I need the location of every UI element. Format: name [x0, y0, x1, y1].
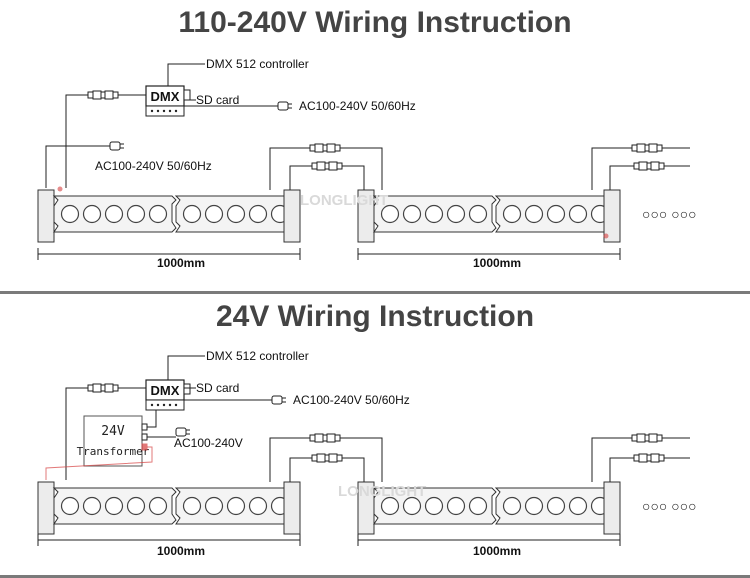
length-right: 1000mm [473, 544, 521, 558]
power-label-left: AC100-240V 50/60Hz [95, 159, 212, 173]
power-label: AC100-240V 50/60Hz [293, 393, 410, 407]
continue-marks: ○○○ ○○○ [642, 498, 697, 514]
sd-card-label: SD card [196, 381, 239, 395]
length-left: 1000mm [157, 544, 205, 558]
controller-text: DMX [151, 89, 180, 104]
dmx-controller: DMX [145, 379, 191, 411]
controller-label: DMX 512 controller [206, 57, 309, 71]
dmx-controller: DMX [145, 85, 191, 117]
section-110-240v: DMX DMX 512 controller SD card AC100-240… [37, 57, 697, 270]
section-separator [0, 291, 750, 294]
controller-text: DMX [151, 383, 180, 398]
transformer-24v: 24V Transformer [77, 415, 150, 467]
transformer-voltage: 24V [101, 424, 125, 439]
section-24v: DMX DMX 512 controller SD card AC100-240… [37, 349, 697, 558]
watermark: LONGLIGHT [300, 192, 388, 209]
title-110-240v: 110-240V Wiring Instruction [178, 6, 572, 39]
title-24v: 24V Wiring Instruction [215, 300, 535, 333]
power-label: AC100-240V 50/60Hz [299, 99, 416, 113]
continue-marks: ○○○ ○○○ [642, 206, 697, 222]
transformer-power: AC100-240V [174, 436, 243, 450]
length-right: 1000mm [473, 256, 521, 270]
watermark: LONGLIGHT [338, 483, 426, 500]
controller-label: DMX 512 controller [206, 349, 309, 363]
sd-card-label: SD card [196, 93, 239, 107]
transformer-label: Transformer [77, 445, 150, 458]
bottom-separator [0, 575, 750, 578]
length-left: 1000mm [157, 256, 205, 270]
